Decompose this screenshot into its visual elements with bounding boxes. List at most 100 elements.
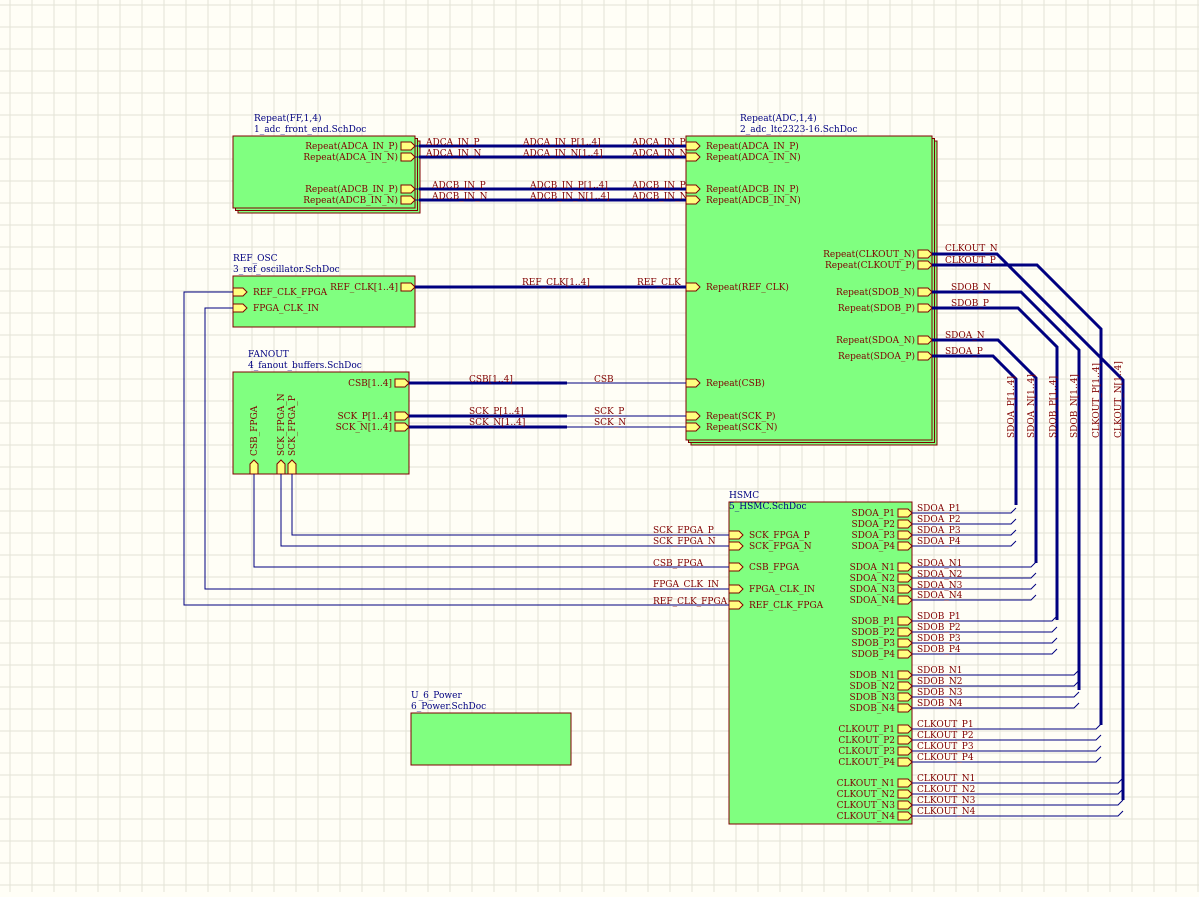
wire <box>912 788 1124 795</box>
sheet-entry-sdoa-p4[interactable]: SDOA_P4 <box>851 541 913 552</box>
sheet-entry-clkout-n4[interactable]: CLKOUT_N4 <box>837 811 913 822</box>
sheet-entry-sdoa-n2[interactable]: SDOA_N2 <box>850 573 913 584</box>
sheet-entry-repeat-adcb-in-p[interactable]: Repeat(ADCB_IN_P) <box>685 184 799 195</box>
sheet-ff[interactable]: Repeat(FF,1,4)1_adc_front_end.SchDocRepe… <box>232 113 421 214</box>
sheet-entry-sdoa-n4[interactable]: SDOA_N4 <box>850 595 913 606</box>
port-shape <box>897 735 913 745</box>
sheet-entry-clkout-p1[interactable]: CLKOUT_P1 <box>838 724 913 735</box>
sheet-entry-ref-clk-fpga[interactable]: REF_CLK_FPGA <box>728 600 824 611</box>
sheet-entry-csb-fpga[interactable]: CSB_FPGA <box>728 562 800 573</box>
wire <box>912 626 1058 633</box>
sheet-entry-sck-fpga-n[interactable]: SCK_FPGA_N <box>728 541 812 552</box>
net-label-sck-fpga-p: SCK_FPGA_P <box>653 526 714 536</box>
sheet-entry-repeat-ref-clk[interactable]: Repeat(REF_CLK) <box>685 282 789 293</box>
sheet-entry-sck-fpga-p[interactable]: SCK_FPGA_P <box>728 530 810 541</box>
sheet-entry-sdob-p1[interactable]: SDOB_P1 <box>851 616 913 627</box>
sheet-entry-sdoa-p1[interactable]: SDOA_P1 <box>851 508 913 519</box>
sheet-entry-csb-fpga[interactable]: CSB_FPGA <box>249 405 260 475</box>
wire <box>912 540 1017 547</box>
sheet-entry-repeat-sdob-n[interactable]: Repeat(SDOB_N) <box>836 287 933 298</box>
sheet-body <box>685 135 933 441</box>
sheet-entry-repeat-adcb-in-p[interactable]: Repeat(ADCB_IN_P) <box>305 184 416 195</box>
port-shape <box>400 141 416 151</box>
sheet-filename: 2_adc_ltc2323-16.SchDoc <box>740 125 857 135</box>
sheet-entry-repeat-sdoa-p[interactable]: Repeat(SDOA_P) <box>838 351 933 362</box>
port-shape <box>897 573 913 583</box>
sheet-entry-sdob-n2[interactable]: SDOB_N2 <box>850 681 913 692</box>
sheet-entry-repeat-adca-in-n[interactable]: Repeat(ADCA_IN_N) <box>303 152 416 163</box>
sheet-entry-clkout-p3[interactable]: CLKOUT_P3 <box>838 746 913 757</box>
sheet-entry-clkout-n1[interactable]: CLKOUT_N1 <box>837 778 913 789</box>
port-label: FPGA_CLK_IN <box>253 304 319 314</box>
port-shape <box>897 562 913 572</box>
sheet-fanout[interactable]: FANOUT4_fanout_buffers.SchDocCSB[1..4]SC… <box>232 350 410 475</box>
net-label-adcb-in-p: ADCB_IN_P <box>631 181 686 191</box>
port-shape <box>897 649 913 659</box>
sheet-entry-repeat-adcb-in-n[interactable]: Repeat(ADCB_IN_N) <box>303 195 416 206</box>
net-labels: ADCA_IN_PADCA_IN_NADCA_IN_P[1..4]ADCA_IN… <box>425 138 1124 817</box>
port-shape <box>685 152 701 162</box>
sheet-entry-repeat-sck-p[interactable]: Repeat(SCK_P) <box>685 411 776 422</box>
sheet-entry-repeat-sck-n[interactable]: Repeat(SCK_N) <box>685 422 777 433</box>
port-label: Repeat(ADCB_IN_P) <box>706 184 799 195</box>
sheet-entry-sck-p-1-4[interactable]: SCK_P[1..4] <box>337 411 410 422</box>
sheet-entry-repeat-clkout-p[interactable]: Repeat(CLKOUT_P) <box>825 260 933 271</box>
sheet-adc[interactable]: Repeat(ADC,1,4)2_adc_ltc2323-16.SchDocRe… <box>685 113 938 446</box>
port-shape <box>400 152 416 162</box>
port-shape <box>897 519 913 529</box>
port-label: CSB[1..4] <box>348 379 392 389</box>
port-shape <box>917 260 933 270</box>
sheet-entry-sdoa-p3[interactable]: SDOA_P3 <box>851 530 913 541</box>
port-label: SDOA_P3 <box>851 531 895 541</box>
port-shape <box>897 724 913 734</box>
sheet-entry-fpga-clk-in[interactable]: FPGA_CLK_IN <box>232 303 319 314</box>
sheet-entry-repeat-adca-in-p[interactable]: Repeat(ADCA_IN_P) <box>305 141 416 152</box>
sheet-entry-ref-clk-1-4[interactable]: REF_CLK[1..4] <box>330 282 416 293</box>
sheet-entry-sdob-n4[interactable]: SDOB_N4 <box>850 703 913 714</box>
sheet-entry-repeat-adcb-in-n[interactable]: Repeat(ADCB_IN_N) <box>685 195 801 206</box>
sheet-entry-csb-1-4[interactable]: CSB[1..4] <box>348 378 410 389</box>
port-label: Repeat(SCK_P) <box>706 411 776 422</box>
port-label: SDOB_P3 <box>851 639 895 649</box>
sheet-entry-repeat-adca-in-n[interactable]: Repeat(ADCA_IN_N) <box>685 152 801 163</box>
sheet-entry-repeat-clkout-n[interactable]: Repeat(CLKOUT_N) <box>823 249 933 260</box>
sheet-entry-clkout-p2[interactable]: CLKOUT_P2 <box>838 735 913 746</box>
sheet-entry-sdoa-n1[interactable]: SDOA_N1 <box>850 562 913 573</box>
sheet-entry-sck-fpga-p[interactable]: SCK_FPGA_P <box>287 395 298 475</box>
sheet-entry-ref-clk-fpga[interactable]: REF_CLK_FPGA <box>232 287 328 298</box>
port-label: SDOA_P1 <box>851 509 895 519</box>
sheet-entry-repeat-sdob-p[interactable]: Repeat(SDOB_P) <box>838 303 933 314</box>
net-label-clkout-n1: CLKOUT_N1 <box>917 774 975 784</box>
sheet-entry-sdob-n1[interactable]: SDOB_N1 <box>850 670 913 681</box>
net-label-sdob-p-1-4: SDOB_P[1..4] <box>1049 376 1059 438</box>
sheet-entry-clkout-p4[interactable]: CLKOUT_P4 <box>838 757 913 768</box>
port-shape <box>685 378 701 388</box>
port-label: Repeat(ADCA_IN_P) <box>305 141 398 152</box>
sheet-entry-repeat-csb[interactable]: Repeat(CSB) <box>685 378 765 389</box>
sheet-entry-repeat-sdoa-n[interactable]: Repeat(SDOA_N) <box>836 335 933 346</box>
port-label: Repeat(ADCA_IN_N) <box>303 152 398 163</box>
sheet-designator: REF_OSC <box>233 254 278 264</box>
sheet-entry-sdob-n3[interactable]: SDOB_N3 <box>850 692 913 703</box>
sheet-entry-sdoa-n3[interactable]: SDOA_N3 <box>850 584 913 595</box>
sheet-entry-fpga-clk-in[interactable]: FPGA_CLK_IN <box>728 584 815 595</box>
sheet-entry-sdob-p2[interactable]: SDOB_P2 <box>851 627 913 638</box>
sheet-entry-sck-n-1-4[interactable]: SCK_N[1..4] <box>336 422 410 433</box>
sheet-ref[interactable]: REF_OSC3_ref_oscillator.SchDocREF_CLK_FP… <box>232 254 416 328</box>
port-shape <box>400 184 416 194</box>
sheet-entry-sdoa-p2[interactable]: SDOA_P2 <box>851 519 913 530</box>
sheet-entry-clkout-n3[interactable]: CLKOUT_N3 <box>837 800 913 811</box>
sheet-entry-clkout-n2[interactable]: CLKOUT_N2 <box>837 789 913 800</box>
port-label: REF_CLK_FPGA <box>749 601 824 611</box>
sheet-entry-sck-fpga-n[interactable]: SCK_FPGA_N <box>276 393 287 475</box>
port-shape <box>897 508 913 518</box>
port-shape <box>728 584 744 594</box>
sheet-entry-sdob-p4[interactable]: SDOB_P4 <box>851 649 913 660</box>
wire <box>253 474 729 568</box>
sheet-entry-sdob-p3[interactable]: SDOB_P3 <box>851 638 913 649</box>
net-label-adca-in-p: ADCA_IN_P <box>425 138 480 148</box>
sheet-hsmc[interactable]: HSMC5_HSMC.SchDocSCK_FPGA_PSCK_FPGA_NCSB… <box>728 491 913 825</box>
sheet-entry-repeat-adca-in-p[interactable]: Repeat(ADCA_IN_P) <box>685 141 799 152</box>
